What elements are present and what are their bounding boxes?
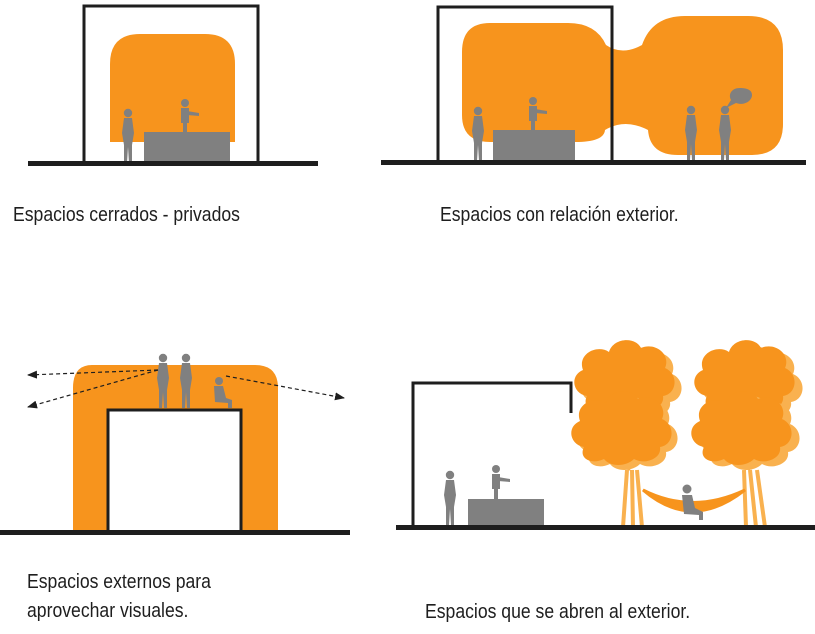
caption-exterior-relation: Espacios con relación exterior. [440, 204, 679, 226]
speech-bubble [726, 88, 752, 108]
view-arrow-right [225, 375, 345, 401]
rooftop-seated-person [214, 377, 232, 408]
panel-closed-spaces [28, 4, 318, 166]
tree-right [691, 340, 803, 528]
standing-person [444, 470, 456, 525]
room-outline [436, 5, 614, 162]
caption-closed-spaces: Espacios cerrados - privados [13, 204, 240, 226]
table [468, 499, 544, 526]
hammock [642, 488, 746, 513]
ground-line [381, 160, 806, 165]
caption-external-views-line-2: aprovechar visuales. [27, 600, 189, 622]
panel-exterior-relation [381, 5, 806, 165]
tree-left [571, 340, 682, 528]
table [144, 132, 230, 163]
panel-external-views [0, 353, 350, 535]
caption-external-views-line-1: Espacios externos para [27, 571, 211, 593]
room-outline [411, 381, 573, 527]
orange-space [110, 34, 235, 142]
arch-opening [106, 408, 243, 535]
person-in-hammock [682, 484, 703, 520]
panel-open-to-exterior [396, 340, 815, 530]
ground-line [0, 530, 350, 535]
ground-line [396, 525, 815, 530]
view-arrow-left-down [27, 369, 159, 409]
table [493, 130, 575, 161]
person-at-table [492, 465, 510, 499]
caption-open-to-exterior: Espacios que se abren al exterior. [425, 601, 691, 623]
caption-external-views: Espacios externos para aprovechar visual… [27, 568, 211, 626]
orange-connected-space [462, 16, 783, 155]
ground-line [28, 161, 318, 166]
view-arrow-left-up [27, 369, 159, 379]
